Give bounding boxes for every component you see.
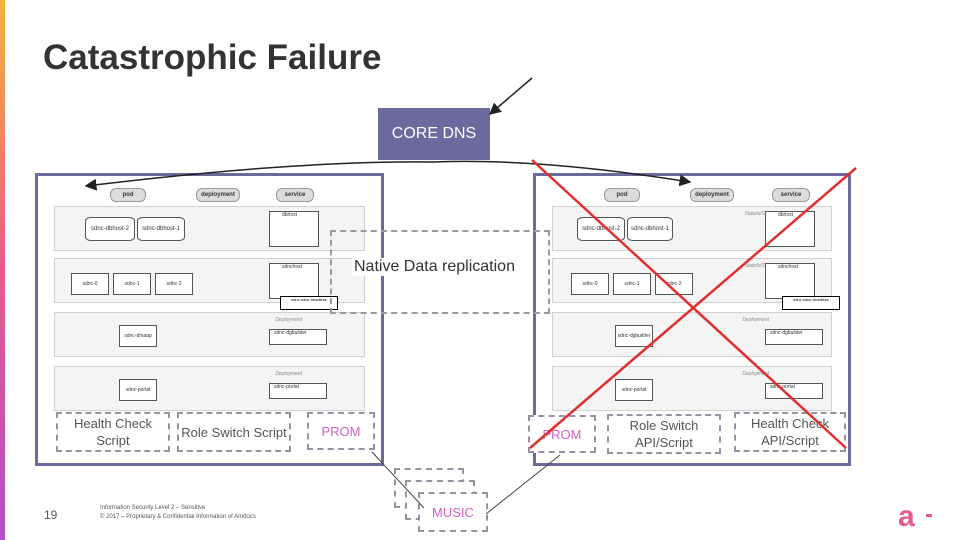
sdnc-pod: sdnc-2 (155, 273, 193, 295)
incoming-arrow (488, 77, 533, 115)
footer-line: Information Security Level 2 – Sensitive (100, 505, 206, 511)
pod-pill: pod (604, 188, 640, 202)
logo-dot-icon (926, 514, 932, 517)
service-box: sdnchost (269, 263, 319, 299)
pod-pill: pod (110, 188, 146, 202)
dgbuilder-pod: sdnc-dgbuilder (615, 325, 653, 347)
deployment-portal-row: Deployment sdnc-portal sdnc-portal (54, 366, 365, 411)
deployment-dgbuilder-row: Deployment sdnc-dgbuilder sdnc-dgbuilder (552, 312, 832, 357)
service-box: dbhost (765, 211, 815, 247)
prom-right[interactable]: PROM (528, 415, 596, 453)
sdnc-pod: sdnc-1 (113, 273, 151, 295)
deployment-portal-row: Deployment sdnc-portal sdnc-portal (552, 366, 832, 411)
statefulset-db-row: StatefulSet sdnc-dbhost-2 sdnc-dbhost-1 … (552, 206, 832, 251)
music-box[interactable]: MUSIC (418, 492, 488, 532)
page-number: 19 (44, 508, 58, 522)
core-dns-box[interactable]: CORE DNS (378, 108, 490, 160)
db-cylinder: sdnc-dbhost-2 (577, 217, 625, 241)
slide-title: Catastrophic Failure (43, 38, 382, 77)
core-dns-label: CORE DNS (391, 125, 477, 142)
db-cylinder: sdnc-dbhost-2 (85, 217, 135, 241)
deployment-pill: deployment (690, 188, 734, 202)
service-box: sdnc-dgbuilder (269, 329, 327, 345)
health-check-script-right[interactable]: Health Check API/Script (734, 412, 846, 452)
role-switch-script-right[interactable]: Role Switch API/Script (607, 414, 721, 454)
dgbuilder-pod: sdnc-dmaap (119, 325, 157, 347)
db-cylinder: sdnc-dbhost-1 (137, 217, 185, 241)
portal-pod: sdnc-portal (615, 379, 653, 401)
service-box: dbhost (269, 211, 319, 247)
sdnc-pod: sdnc-1 (613, 273, 651, 295)
headless-service-stack: sdnc-sdnc-headless (280, 296, 338, 310)
headless-service-stack: sdnc-sdnc-headless (782, 296, 840, 310)
replication-label: Native Data replication (352, 258, 517, 276)
sdnc-pod: sdnc-0 (571, 273, 609, 295)
service-box: sdnc-portal (765, 383, 823, 399)
accent-bar (0, 0, 5, 540)
deployment-dgbuilder-row: Deployment sdnc-dmaap sdnc-dgbuilder (54, 312, 365, 357)
service-box: sdnc-portal (269, 383, 327, 399)
health-check-script-left[interactable]: Health Check Script (56, 412, 170, 452)
service-box: sdnc-dgbuilder (765, 329, 823, 345)
statefulset-sdnc-row: StatefulSet sdnc-0 sdnc-1 sdnc-2 sdnchos… (54, 258, 365, 303)
portal-pod: sdnc-portal (119, 379, 157, 401)
prom-left[interactable]: PROM (307, 412, 375, 450)
amdocs-logo-icon: a (898, 500, 915, 533)
service-pill: service (772, 188, 810, 202)
footer-line: © 2017 – Proprietary & Confidential Info… (100, 514, 256, 520)
deployment-pill: deployment (196, 188, 240, 202)
statefulset-db-row: StatefulSet sdnc-dbhost-2 sdnc-dbhost-1 … (54, 206, 365, 251)
footer-text: Information Security Level 2 – Sensitive… (100, 504, 256, 522)
service-pill: service (276, 188, 314, 202)
sdnc-pod: sdnc-0 (71, 273, 109, 295)
service-box: sdnchost (765, 263, 815, 299)
music-label: MUSIC (432, 504, 474, 520)
role-switch-script-left[interactable]: Role Switch Script (177, 412, 291, 452)
db-cylinder: sdnc-dbhost-1 (627, 217, 673, 241)
sdnc-pod: sdnc-2 (655, 273, 693, 295)
